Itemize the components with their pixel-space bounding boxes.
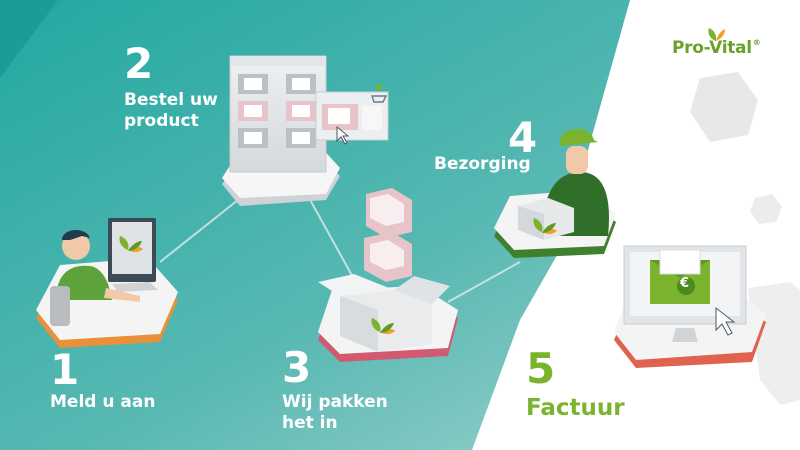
step-1: 1 Meld u aan: [50, 345, 156, 413]
step-label: Factuur: [526, 395, 625, 421]
brand-name: Pro-Vital: [672, 38, 752, 58]
connector-lines: [159, 191, 521, 303]
deco-hexagon: [690, 72, 758, 142]
step-number: 2: [124, 39, 154, 88]
leaf-icon: [708, 28, 725, 41]
step-label: Bezorging: [434, 154, 531, 174]
step-label: Meld u aan: [50, 392, 156, 412]
step-3: 3 Wij pakken het in: [282, 343, 388, 434]
step-2-illustration: [222, 55, 389, 206]
deco-hexagon: [750, 194, 782, 224]
euro-symbol: €: [680, 276, 690, 291]
step-number: 4: [508, 113, 538, 162]
step-4-illustration: [494, 128, 616, 258]
step-number: 1: [50, 345, 80, 394]
step-2: 2 Bestel uw product: [124, 39, 218, 132]
step-5-illustration: [614, 245, 766, 368]
step-5: 5 Factuur: [526, 344, 625, 422]
brand-logo: Pro-Vital®: [672, 28, 761, 58]
step-number: 5: [526, 344, 556, 393]
step-3-illustration: [318, 188, 458, 362]
step-4: 4 Bezorging: [434, 113, 538, 175]
step-number: 3: [282, 343, 312, 392]
step-label: Bestel uw product: [124, 90, 218, 131]
registered-mark: ®: [752, 38, 761, 47]
corner-accent: [0, 0, 58, 78]
step-1-illustration: [36, 218, 178, 348]
step-label: Wij pakken het in: [282, 392, 388, 433]
